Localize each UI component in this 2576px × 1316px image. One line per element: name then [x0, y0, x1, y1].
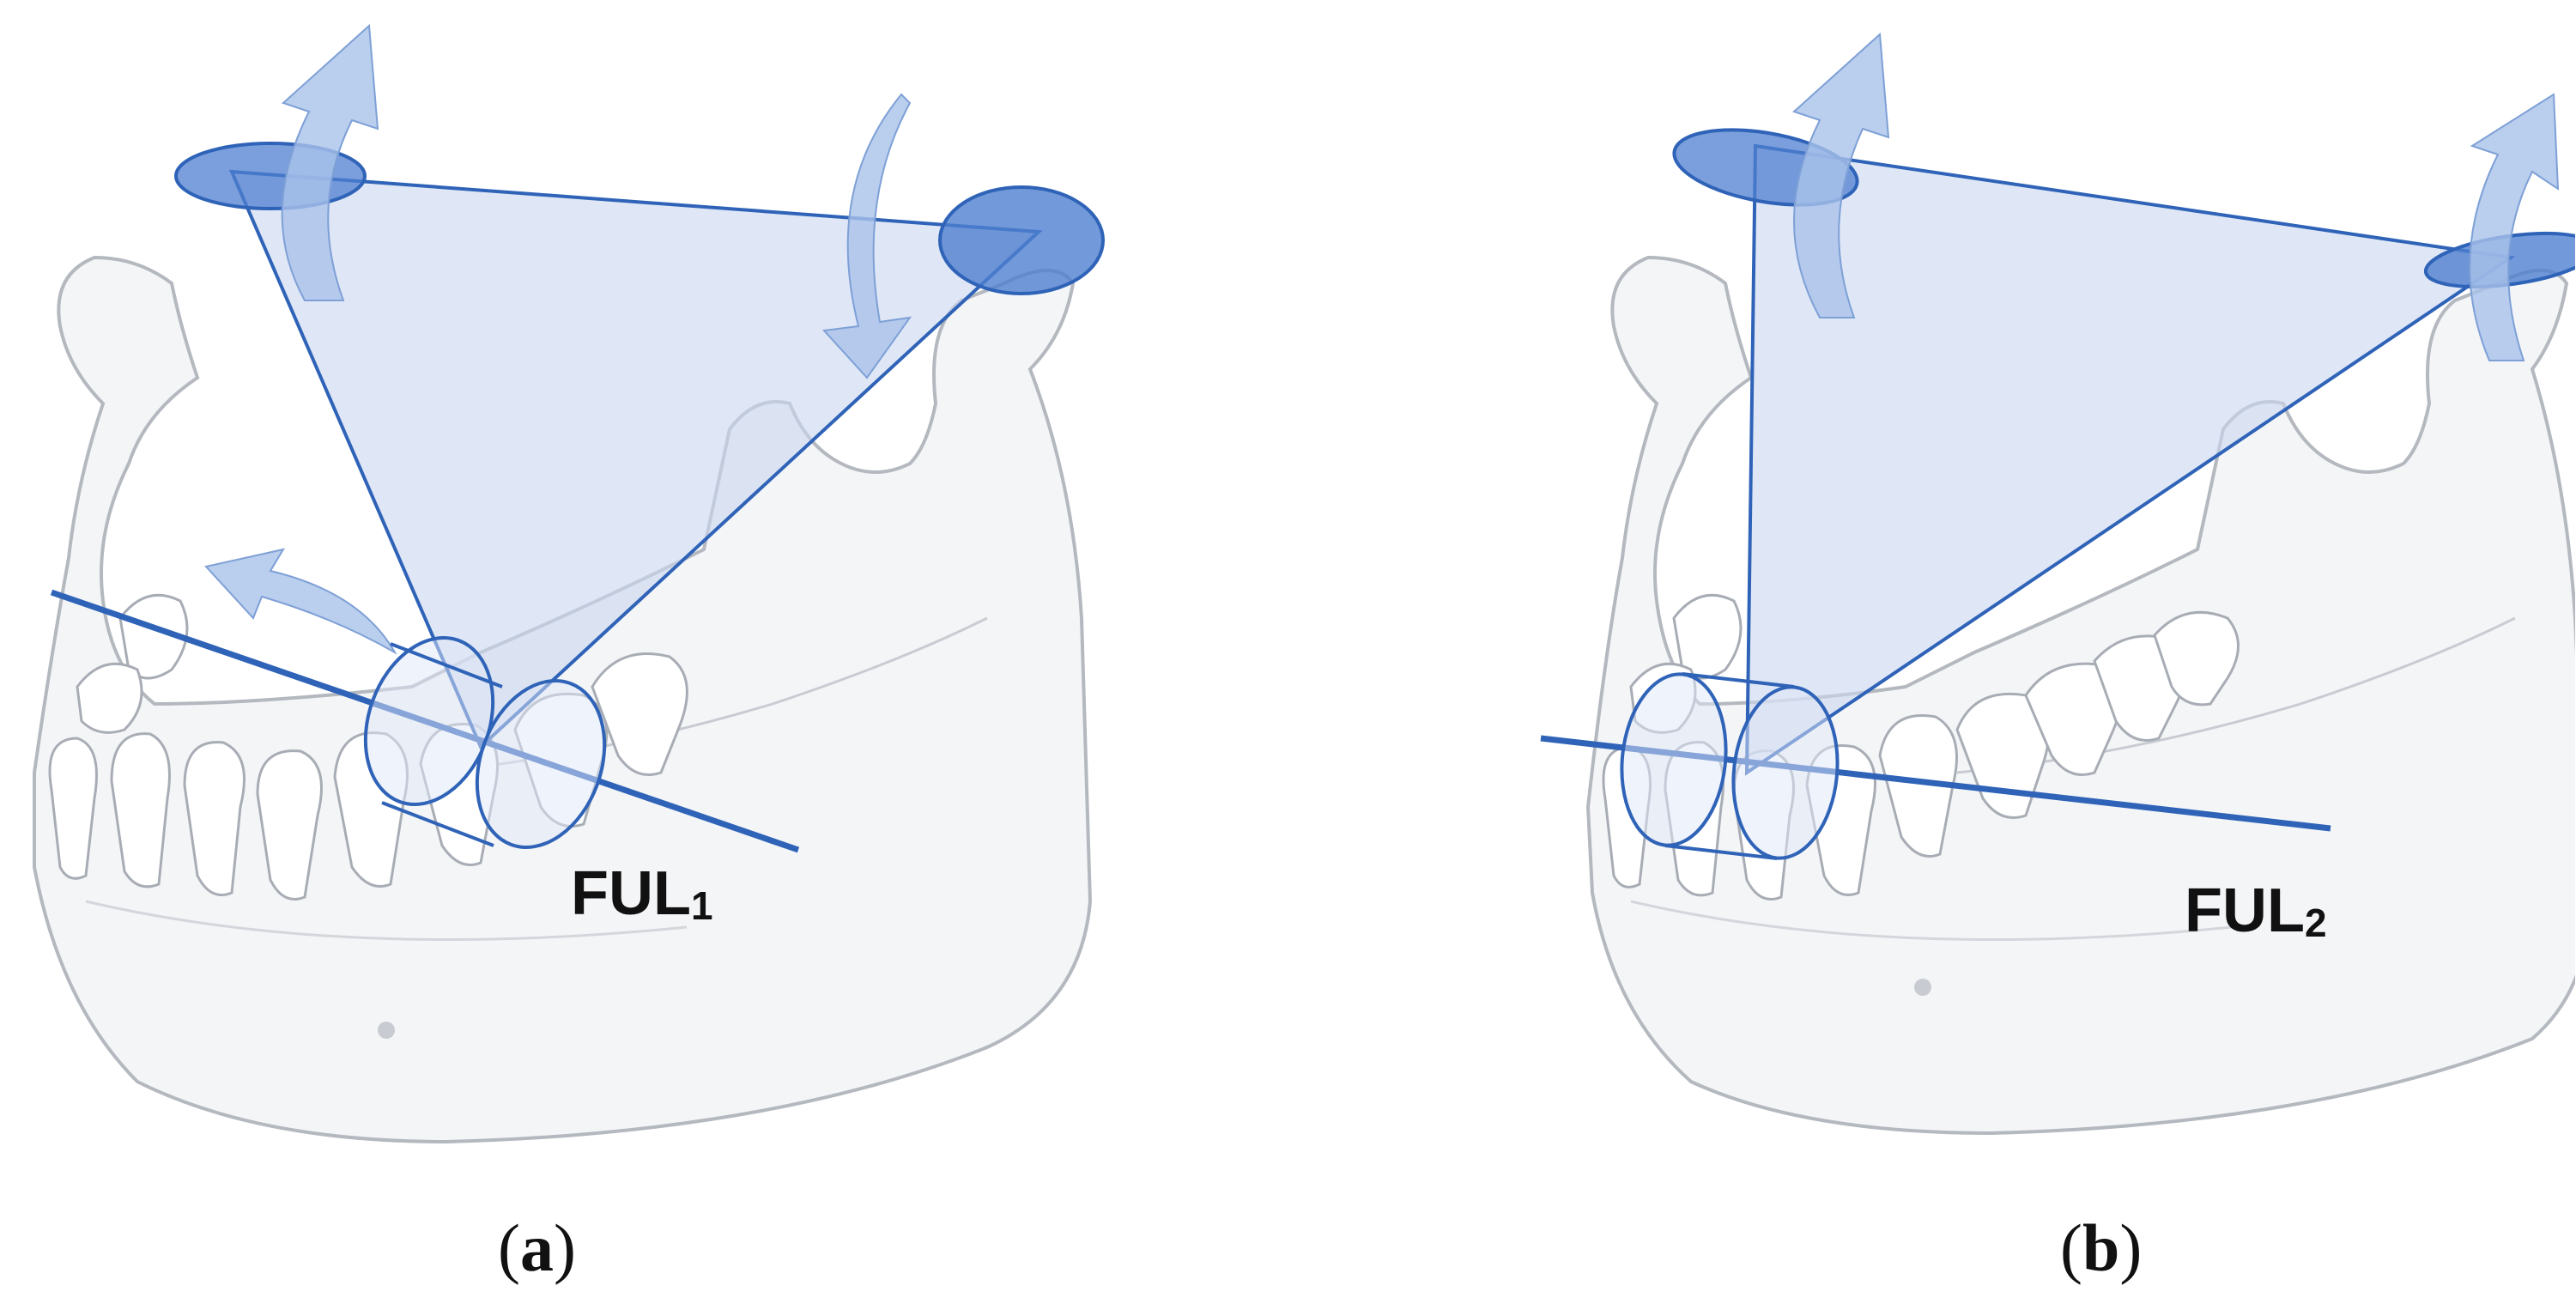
panel-b: FUL2 (b): [1288, 0, 2575, 1316]
right-upward-arrow: [2469, 93, 2560, 361]
ful-label-b: FUL2: [2185, 876, 2327, 945]
upward-rotation-arrow: [281, 23, 379, 301]
mental-foramen: [378, 1022, 395, 1039]
left-upward-arrow: [1792, 32, 1890, 318]
caption-b: (b): [2060, 1210, 2142, 1285]
mandible-shading-line: [1630, 900, 2233, 942]
tooth-rotation-arrow: [204, 548, 397, 655]
mandible-illustration: [1585, 255, 2575, 1136]
tooth: [76, 662, 143, 734]
panel-a-diagram: FUL1 (a): [33, 23, 1105, 1285]
tooth: [591, 652, 688, 776]
right-condyle-ellipse: [938, 185, 1105, 295]
axis-cylinder: [363, 636, 607, 849]
tooth: [256, 749, 323, 901]
mandible-shading-line: [85, 900, 688, 942]
ful-label-a: FUL1: [571, 859, 713, 928]
panel-b-diagram: FUL2 (b): [1540, 32, 2575, 1285]
panel-a: FUL1 (a): [33, 23, 1105, 1285]
caption-a: (a): [498, 1210, 576, 1285]
tooth: [110, 732, 171, 888]
downward-rotation-arrow: [821, 93, 912, 379]
rotation-plane-triangle: [1744, 143, 2516, 776]
tooth: [2153, 610, 2240, 707]
tooth: [48, 737, 98, 880]
mental-foramen: [1914, 979, 1931, 996]
tooth: [1672, 593, 1743, 680]
tooth: [1878, 714, 1958, 858]
tooth: [118, 593, 189, 680]
tooth: [183, 741, 245, 896]
rotation-plane-triangle: [228, 169, 1043, 750]
axis-cylinder: [1620, 672, 1840, 860]
